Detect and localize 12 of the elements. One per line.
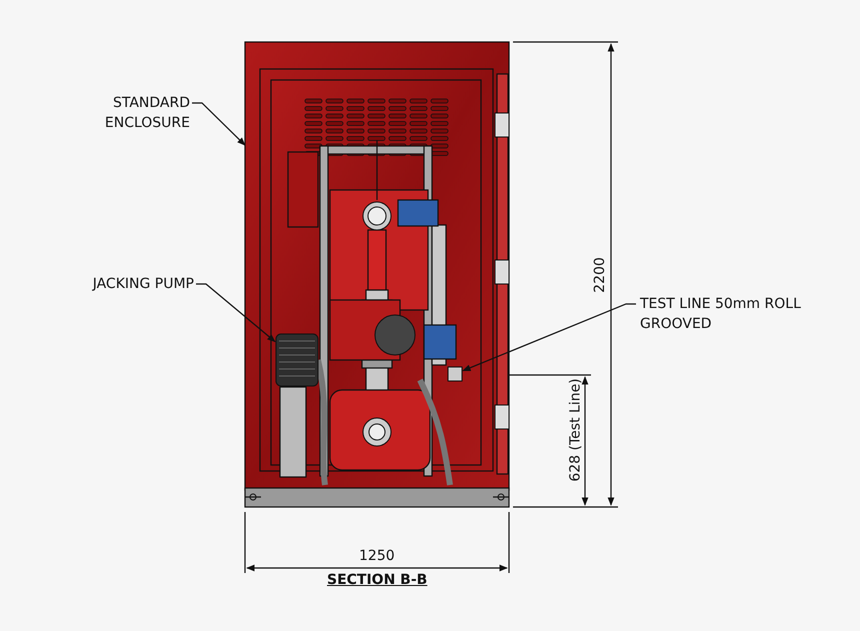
pipe-outlet bbox=[447, 366, 463, 382]
leader-line bbox=[192, 102, 246, 146]
callout-text: STANDARD ENCLOSURE bbox=[104, 94, 190, 133]
dimension-label: 2200 bbox=[592, 257, 608, 293]
section-caption: SECTION B-B bbox=[327, 572, 428, 588]
callout-text: TEST LINE 50mm ROLL GROOVED bbox=[640, 295, 802, 334]
leader-line bbox=[462, 303, 636, 372]
leader-line bbox=[196, 283, 276, 342]
callout-text: JACKING PUMP bbox=[91, 275, 194, 294]
jacking-pump-drawing bbox=[275, 333, 319, 387]
dimension-label: 1250 bbox=[359, 548, 395, 564]
dimension-label: 628 (Test Line) bbox=[567, 378, 584, 482]
